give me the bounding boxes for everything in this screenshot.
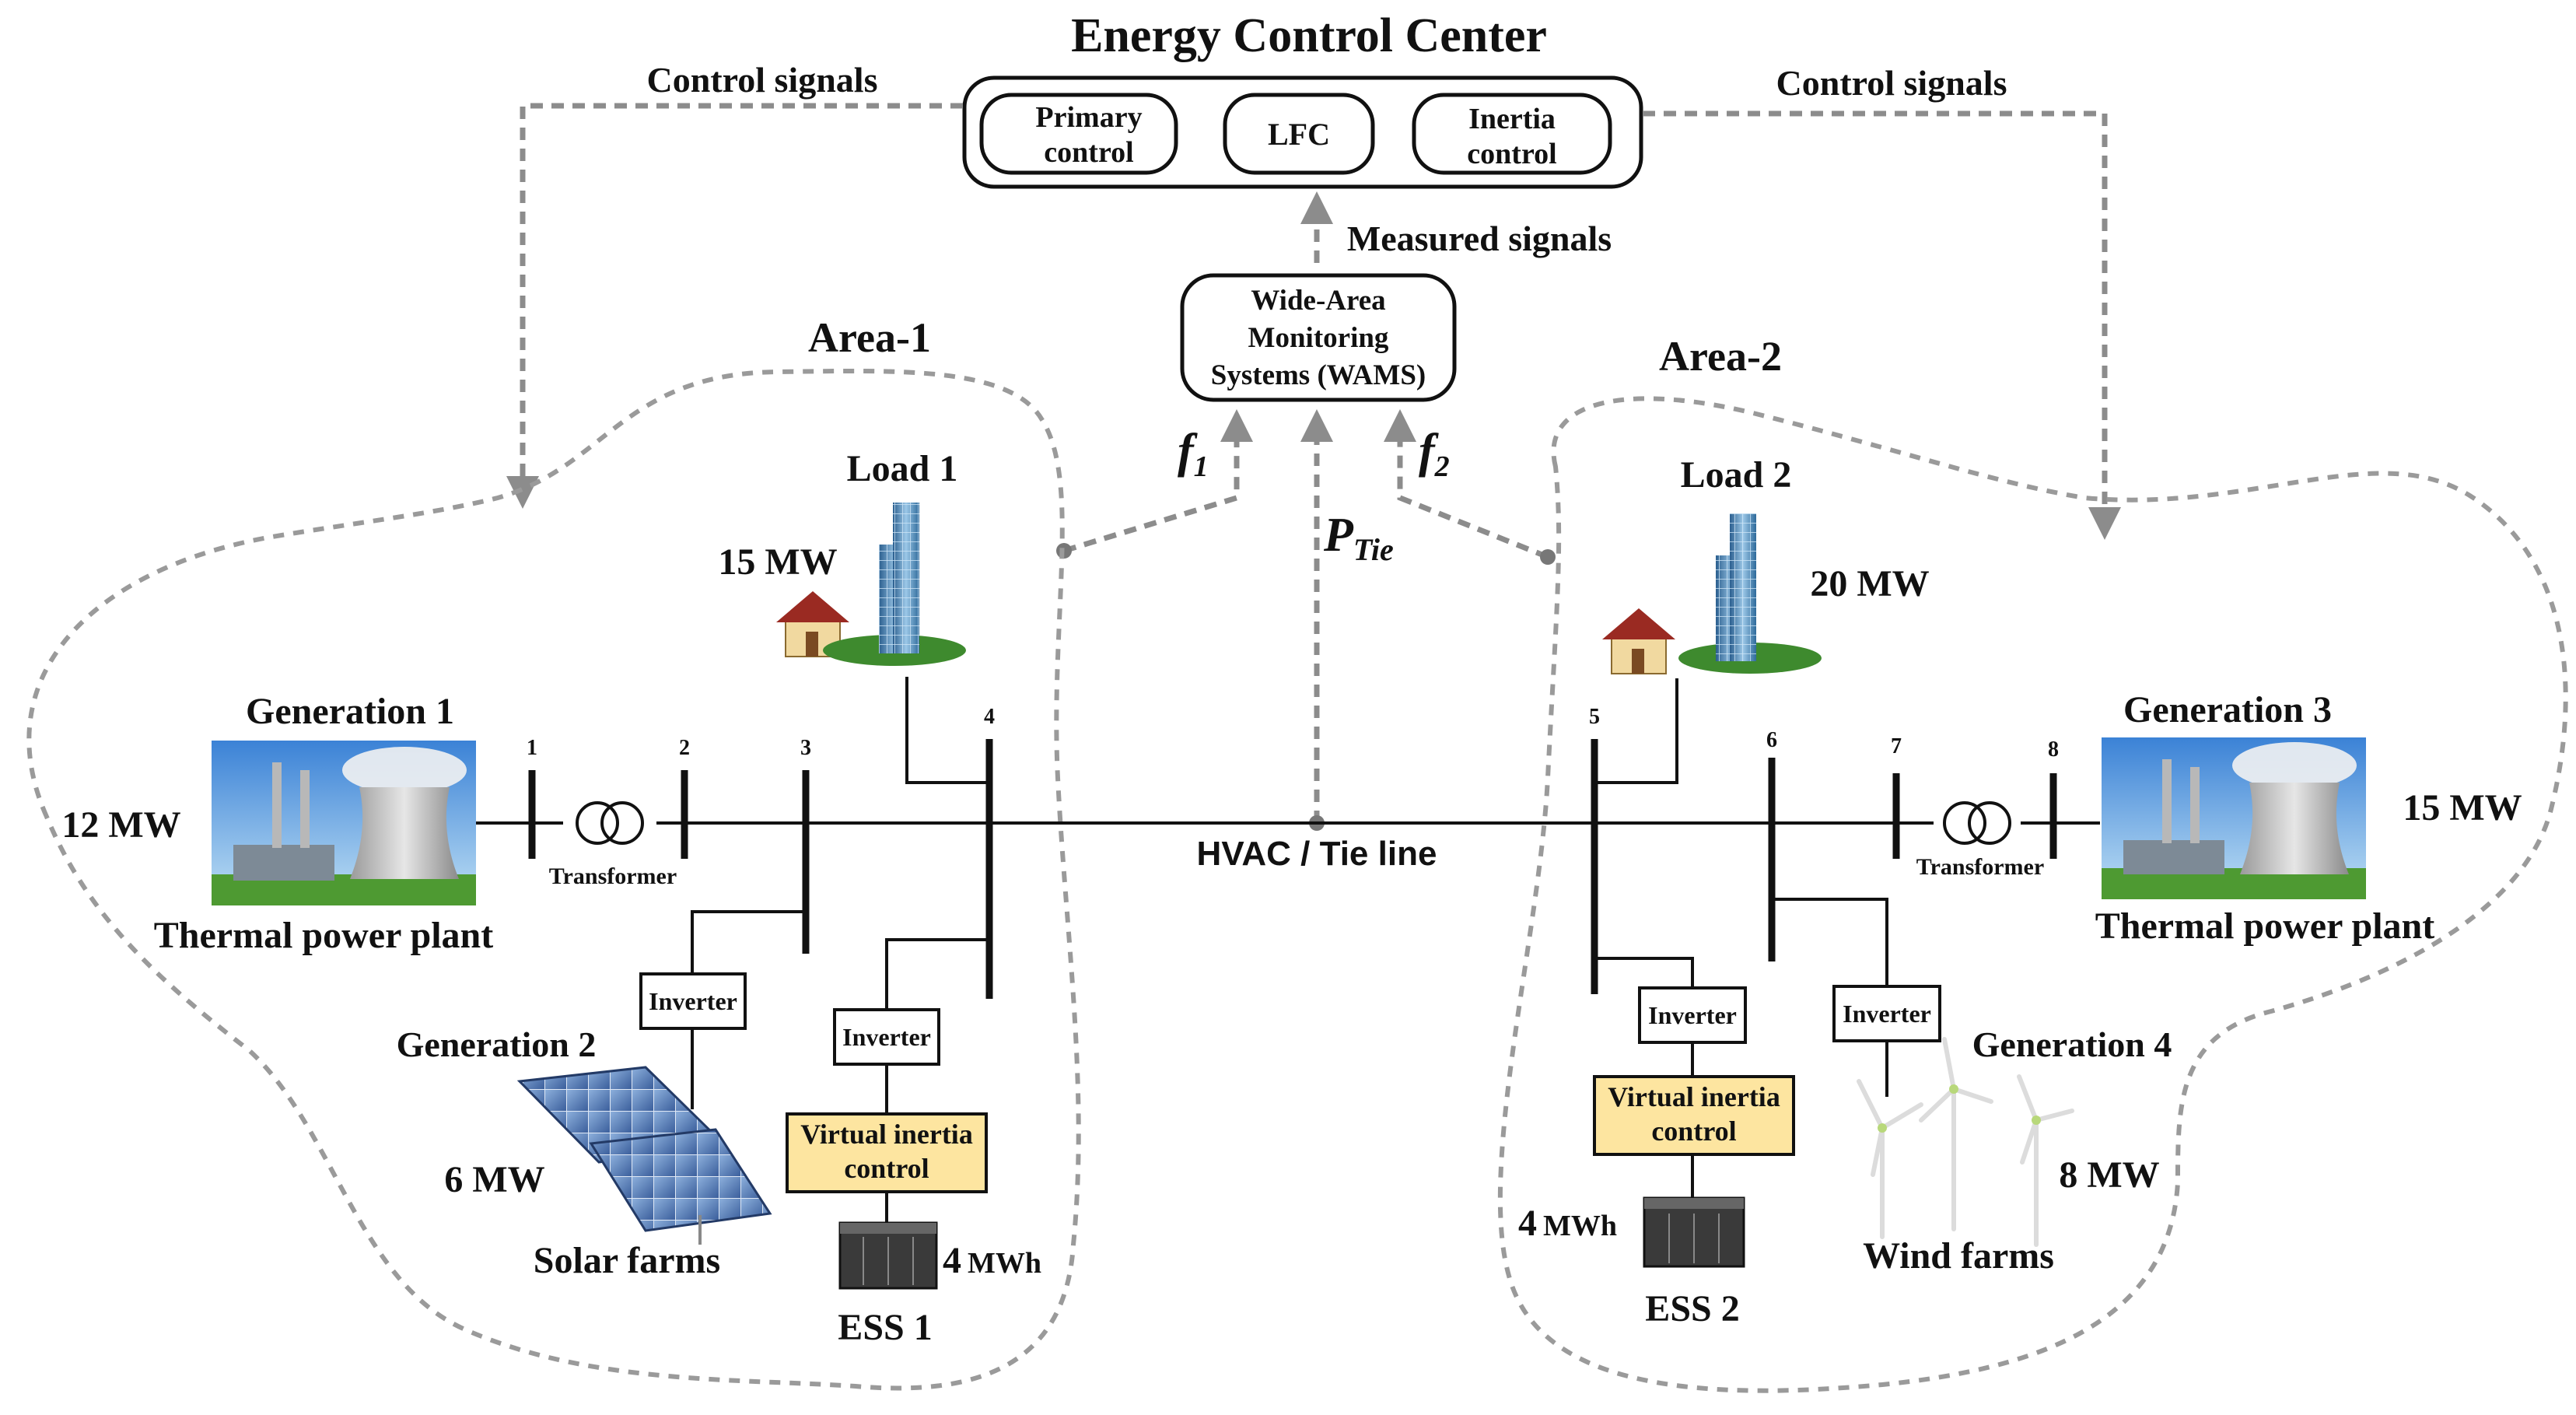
bus-6-number: 6 xyxy=(1766,728,1777,752)
skyscraper-2-icon xyxy=(1678,513,1822,674)
primary-control-block[interactable]: Primary control xyxy=(979,93,1178,175)
wams-line3: Systems (WAMS) xyxy=(1211,359,1426,391)
virtual-inertia-control-2-box[interactable]: Virtual inertia control xyxy=(1593,1075,1795,1156)
generation-3-power: 15 MW xyxy=(2403,787,2522,828)
ess-2-feeder xyxy=(1594,957,1694,988)
area-1-label: Area-1 xyxy=(808,314,931,361)
virtual-inertia-control-1-box[interactable]: Virtual inertia control xyxy=(786,1112,988,1193)
inverter-1-box[interactable]: Inverter xyxy=(639,972,747,1030)
load-1-power: 15 MW xyxy=(718,541,837,583)
f1-label: f1 xyxy=(1178,425,1209,483)
generation-1-power: 12 MW xyxy=(61,804,180,846)
control-center-title: Energy Control Center xyxy=(1071,9,1547,62)
vic-2-line2: control xyxy=(1651,1116,1736,1147)
inverter-4-label: Inverter xyxy=(1843,1000,1931,1028)
control-signal-arrow-left xyxy=(506,103,963,509)
inverter-3-box[interactable]: Inverter xyxy=(1638,986,1747,1044)
bus-3-number: 3 xyxy=(800,736,811,760)
load-2-power: 20 MW xyxy=(1810,563,1929,604)
inertia-control-line1: Inertia xyxy=(1468,103,1556,135)
transformer-2-icon xyxy=(1934,801,2021,845)
inertia-control-block[interactable]: Inertia control xyxy=(1412,93,1612,175)
house-1-icon xyxy=(776,591,849,657)
solar-farms-caption: Solar farms xyxy=(534,1240,720,1281)
generation-4-label: Generation 4 xyxy=(1972,1024,2172,1064)
generation-2-power: 6 MW xyxy=(444,1159,544,1200)
load-2-feeder xyxy=(1594,678,1678,784)
wams-box[interactable]: Wide-Area Monitoring Systems (WAMS) xyxy=(1180,273,1457,402)
control-signals-right-label: Control signals xyxy=(1776,63,2007,103)
primary-control-line2: control xyxy=(1044,136,1133,169)
solar-panel-icon xyxy=(516,1066,772,1245)
bus-1-number: 1 xyxy=(527,736,537,760)
f2-signal-arrow xyxy=(1384,409,1549,560)
load-1-feeder xyxy=(905,677,989,784)
inverter-1-label: Inverter xyxy=(649,987,737,1015)
battery-2-icon xyxy=(1643,1196,1745,1268)
thermal-plant-2-icon xyxy=(2102,737,2366,899)
load-2-label: Load 2 xyxy=(1681,454,1792,496)
load-1-label: Load 1 xyxy=(847,448,958,489)
generation-2-label: Generation 2 xyxy=(397,1024,597,1064)
generation-3-label: Generation 3 xyxy=(2123,689,2332,730)
wams-line1: Wide-Area xyxy=(1251,285,1385,317)
battery-1-icon xyxy=(838,1221,938,1290)
thermal-plant-1-icon xyxy=(212,741,476,905)
wind-feeder xyxy=(1772,898,1888,986)
lfc-block[interactable]: LFC xyxy=(1223,93,1375,175)
thermal-plant-1-caption: Thermal power plant xyxy=(154,915,493,956)
lfc-label: LFC xyxy=(1268,117,1330,152)
transformer-1-label: Transformer xyxy=(549,863,677,889)
bus-8-number: 8 xyxy=(2048,737,2059,762)
thermal-plant-2-caption: Thermal power plant xyxy=(2095,905,2434,947)
generation-4-power: 8 MW xyxy=(2059,1154,2159,1196)
measured-signals-label: Measured signals xyxy=(1347,219,1612,258)
house-2-icon xyxy=(1602,608,1675,674)
ptie-label: PTie xyxy=(1323,509,1394,567)
inverter-4-box[interactable]: Inverter xyxy=(1832,985,1941,1042)
wind-turbine-icon xyxy=(1857,1037,2074,1247)
tie-line-label: HVAC / Tie line xyxy=(1197,835,1437,873)
bus-2-number: 2 xyxy=(679,736,690,760)
solar-feeder xyxy=(691,910,806,974)
ess-1-label: ESS 1 xyxy=(838,1307,932,1348)
bus-7-number: 7 xyxy=(1891,734,1902,758)
generation-1-label: Generation 1 xyxy=(246,691,454,732)
area-2-label: Area-2 xyxy=(1659,333,1782,380)
bus-4-number: 4 xyxy=(984,705,995,729)
area-2-boundary xyxy=(1497,396,2568,1393)
ess-1-feeder xyxy=(885,938,989,1010)
transformer-2-label: Transformer xyxy=(1916,854,2044,880)
f1-signal-arrow xyxy=(1062,409,1253,554)
inverter-2-box[interactable]: Inverter xyxy=(833,1008,940,1066)
ess-2-label: ESS 2 xyxy=(1645,1288,1739,1329)
transformer-1-icon xyxy=(563,801,656,845)
vic-1-line1: Virtual inertia xyxy=(800,1119,973,1150)
area-1-boundary xyxy=(26,368,1081,1391)
vic-2-line1: Virtual inertia xyxy=(1608,1081,1780,1112)
control-signals-left-label: Control signals xyxy=(647,60,878,100)
vic-1-line2: control xyxy=(844,1153,929,1184)
skyscraper-1-icon xyxy=(823,503,966,666)
bus-5-number: 5 xyxy=(1589,705,1600,729)
inertia-control-line2: control xyxy=(1467,138,1556,170)
inverter-2-label: Inverter xyxy=(842,1023,931,1051)
primary-control-line1: Primary xyxy=(1035,101,1142,134)
wind-farms-caption: Wind farms xyxy=(1863,1235,2054,1277)
f2-measurement-point xyxy=(1540,549,1556,565)
inverter-3-label: Inverter xyxy=(1648,1001,1737,1029)
wams-line2: Monitoring xyxy=(1248,322,1389,354)
f2-label: f2 xyxy=(1419,425,1450,483)
control-signal-arrow-right xyxy=(1643,110,2121,540)
